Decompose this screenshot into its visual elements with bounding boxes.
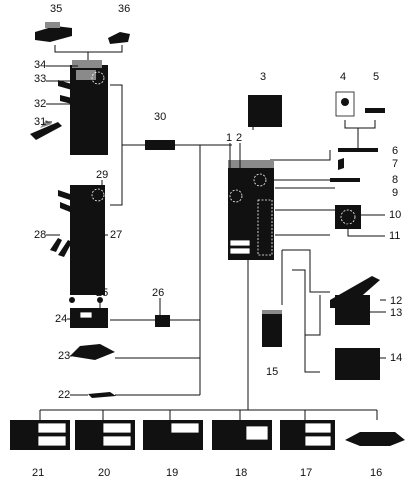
callout-10: 10 <box>389 209 401 221</box>
item-36-punch-kit <box>108 32 130 44</box>
item-7-keyboard-holder <box>338 158 344 170</box>
callout-30: 30 <box>154 111 166 123</box>
callout-labels: 1 2 3 4 5 6 7 8 9 10 11 12 13 14 15 16 1… <box>32 3 402 479</box>
callout-21: 21 <box>32 467 44 479</box>
callout-7: 7 <box>392 158 398 170</box>
callout-18: 18 <box>235 467 247 479</box>
callout-12: 12 <box>390 295 402 307</box>
callout-35: 35 <box>50 3 62 15</box>
callout-28: 28 <box>34 229 46 241</box>
item-32-finisher-upper <box>58 60 108 155</box>
callout-13: 13 <box>390 307 402 319</box>
callout-22: 22 <box>58 389 70 401</box>
item-26-punch-unit <box>155 315 170 327</box>
callout-6: 6 <box>392 145 398 157</box>
item-8-keyboard <box>330 178 360 182</box>
item-20-paper-feed-cabinet <box>75 420 135 450</box>
callout-27: 27 <box>110 229 122 241</box>
item-22-output-tray <box>88 392 116 398</box>
callout-19: 19 <box>166 467 178 479</box>
item-17-paper-feed-cabinet <box>280 420 335 450</box>
item-16-desk <box>345 432 405 446</box>
callout-15: 15 <box>266 366 278 378</box>
item-14-lct-large <box>335 348 380 380</box>
callout-33: 33 <box>34 73 46 85</box>
callout-17: 17 <box>300 467 312 479</box>
callout-26: 26 <box>152 287 164 299</box>
item-30-relay-unit <box>145 140 175 150</box>
item-15-power-supply <box>262 310 282 347</box>
callout-1: 1 <box>226 132 232 144</box>
callout-4: 4 <box>340 71 346 83</box>
callout-16: 16 <box>370 467 382 479</box>
callout-20: 20 <box>98 467 110 479</box>
callout-leaders <box>46 65 386 396</box>
callout-14: 14 <box>390 352 402 364</box>
callout-25: 25 <box>96 287 108 299</box>
item-13-lct-small <box>335 295 370 325</box>
callout-5: 5 <box>373 71 379 83</box>
callout-34: 34 <box>34 59 46 71</box>
item-3-control-unit <box>248 95 282 127</box>
callout-23: 23 <box>58 350 70 362</box>
item-23-separator-tray <box>70 344 115 360</box>
item-28-output-tray <box>50 238 72 257</box>
item-6-mount-plate <box>338 148 378 152</box>
item-4-authentication-unit <box>335 91 355 117</box>
callout-29: 29 <box>96 169 108 181</box>
main-body <box>228 160 274 260</box>
callout-24: 24 <box>55 313 67 325</box>
callout-8: 8 <box>392 174 398 186</box>
callout-36: 36 <box>118 3 130 15</box>
callout-11: 11 <box>389 230 400 242</box>
callout-2: 2 <box>236 132 242 144</box>
callout-9: 9 <box>392 187 398 199</box>
item-19-paper-feed-cabinet <box>143 420 203 450</box>
item-24-inner-finisher <box>70 308 108 328</box>
item-18-paper-feed-cabinet <box>212 420 272 450</box>
item-35-stapler-unit <box>35 22 72 42</box>
callout-32: 32 <box>34 98 46 110</box>
item-27-finisher-lower <box>58 185 105 303</box>
callout-31: 31 <box>34 116 46 128</box>
item-5-card-reader <box>365 108 385 113</box>
item-21-paper-feed-cabinet <box>10 420 70 450</box>
callout-3: 3 <box>260 71 266 83</box>
